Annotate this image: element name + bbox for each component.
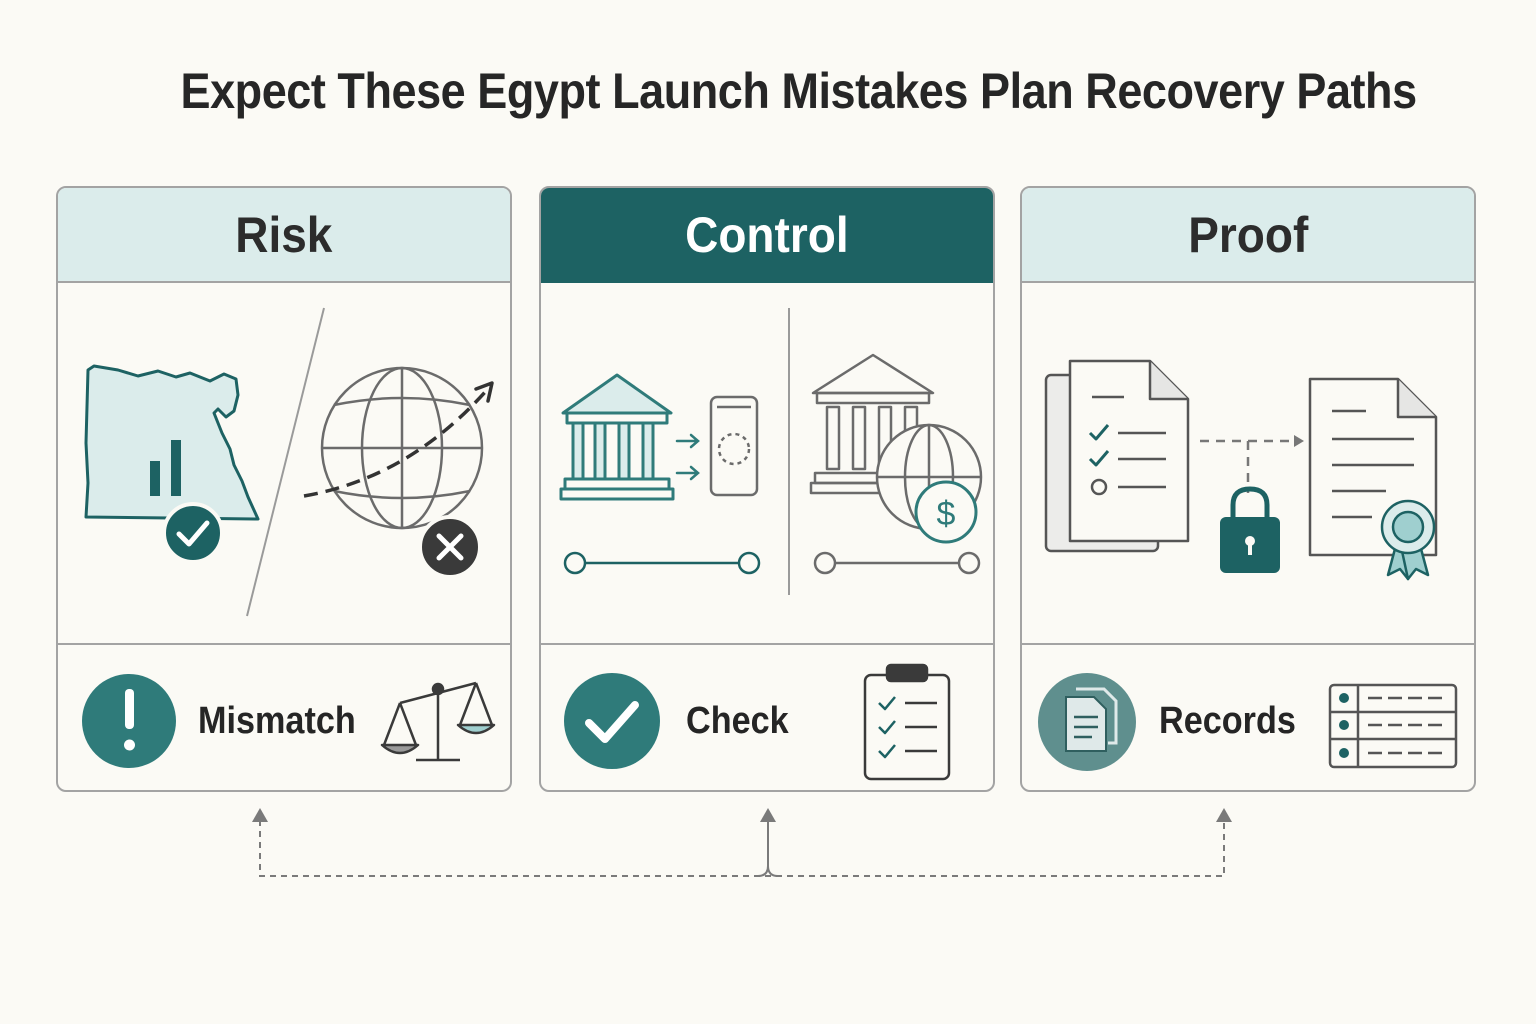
control-footer-label: Check bbox=[686, 700, 789, 742]
phone-icon bbox=[709, 395, 759, 497]
check-circle-icon bbox=[564, 673, 660, 769]
risk-footer-label: Mismatch bbox=[198, 700, 356, 742]
dashed-arrow-icon bbox=[303, 381, 494, 498]
bank-icon bbox=[559, 373, 675, 501]
dashed-path-icon bbox=[1200, 439, 1296, 493]
risk-header-label: Risk bbox=[235, 206, 333, 263]
risk-panel-footer: Mismatch bbox=[58, 643, 510, 790]
control-panel-body: $ bbox=[541, 283, 993, 643]
risk-panel-header: Risk bbox=[58, 188, 510, 283]
control-panel: Control bbox=[539, 186, 995, 792]
risk-divider bbox=[246, 307, 325, 617]
dashed-path-arrowhead bbox=[1294, 435, 1304, 447]
x-badge-icon bbox=[418, 515, 482, 579]
globe-icon bbox=[320, 366, 484, 530]
clipboard-checklist-icon bbox=[863, 663, 951, 781]
connector-arrowhead-proof bbox=[1216, 808, 1232, 822]
connector-arrowhead-risk bbox=[252, 808, 268, 822]
svg-text:$: $ bbox=[937, 495, 956, 533]
check-badge-icon bbox=[162, 502, 224, 564]
slider-icon bbox=[563, 551, 761, 575]
control-header-label: Control bbox=[685, 206, 849, 263]
control-panel-footer: Check bbox=[541, 643, 993, 790]
list-table-icon bbox=[1328, 683, 1458, 769]
bar-chart-icon bbox=[150, 440, 181, 496]
exclamation-icon bbox=[82, 674, 176, 768]
control-panel-header: Control bbox=[541, 188, 993, 283]
risk-panel: Risk bbox=[56, 186, 512, 792]
connector-arrowhead-control bbox=[760, 808, 776, 822]
document-stack-icon bbox=[1044, 359, 1190, 553]
proof-panel: Proof bbox=[1020, 186, 1476, 792]
proof-panel-header: Proof bbox=[1022, 188, 1474, 283]
documents-circle-icon bbox=[1038, 673, 1136, 771]
risk-panel-body bbox=[58, 283, 510, 643]
proof-header-label: Proof bbox=[1187, 206, 1309, 263]
certificate-icon bbox=[1308, 377, 1438, 581]
scale-icon bbox=[380, 681, 496, 762]
arrows-icon bbox=[675, 433, 700, 481]
slider-grey-icon bbox=[813, 551, 981, 575]
lock-icon bbox=[1220, 486, 1280, 573]
proof-footer-label: Records bbox=[1159, 700, 1296, 742]
proof-panel-footer: Records bbox=[1022, 643, 1474, 790]
proof-panel-body bbox=[1022, 283, 1474, 643]
page-title: Expect These Egypt Launch Mistakes Plan … bbox=[180, 63, 1418, 119]
globe-dollar-icon: $ bbox=[875, 423, 983, 544]
